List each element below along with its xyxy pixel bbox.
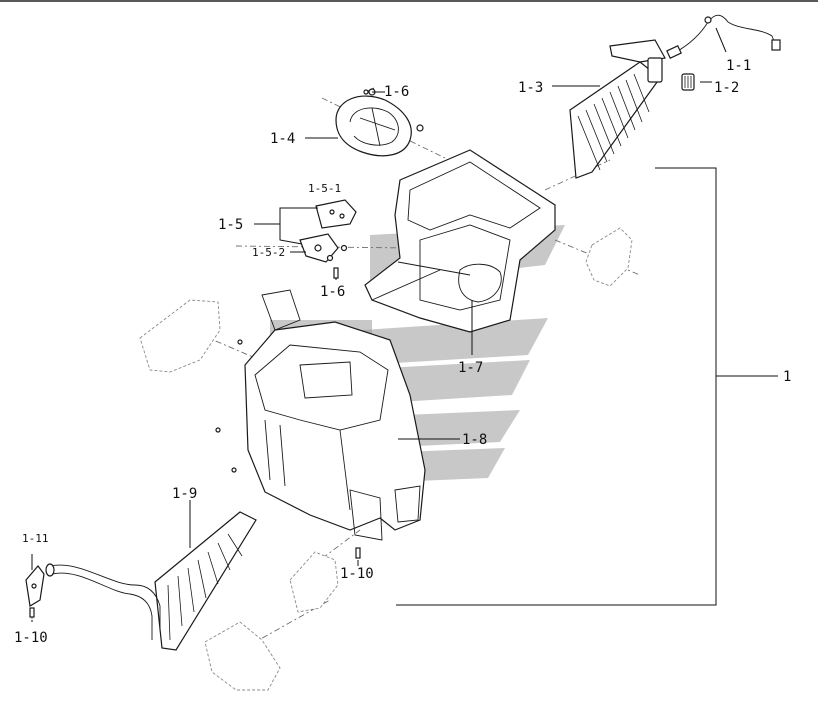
part-bracket-1-5-1 — [315, 199, 357, 229]
label-1-5: 1-5 — [218, 217, 243, 233]
label-1: 1 — [783, 369, 791, 385]
ghost-bracket-lower — [289, 551, 339, 613]
part-evaporator-core — [569, 39, 666, 179]
part-screw-left — [29, 607, 35, 618]
label-1-10-left: 1-10 — [14, 630, 48, 646]
part-screw-lower — [333, 267, 339, 279]
label-1-3: 1-3 — [518, 80, 543, 96]
part-bracket-1-5-2 — [299, 233, 348, 263]
part-heater-core — [45, 511, 257, 651]
leader-lines — [31, 27, 727, 622]
part-upper-housing — [364, 149, 556, 333]
label-1-5-2: 1-5-2 — [252, 246, 285, 259]
ghost-bracket-right — [585, 227, 633, 287]
label-1-9: 1-9 — [172, 486, 197, 502]
part-sensor-wire — [666, 14, 781, 59]
label-1-4: 1-4 — [270, 131, 295, 147]
ghost-bracket-left — [139, 299, 221, 373]
part-labels: 1 1-1 1-2 1-3 1-4 1-5 1-5-1 1-5-2 1-6 1-… — [14, 58, 791, 646]
part-lower-housing — [215, 289, 426, 541]
label-1-11: 1-11 — [22, 532, 49, 545]
label-1-5-1: 1-5-1 — [308, 182, 341, 195]
label-1-10-center: 1-10 — [340, 566, 374, 582]
part-pipe-clamp — [25, 565, 45, 607]
assembly-bracket-1 — [396, 167, 717, 606]
part-screw-top — [363, 87, 375, 95]
label-1-1: 1-1 — [726, 58, 751, 74]
label-1-7: 1-7 — [458, 360, 483, 376]
label-1-2: 1-2 — [714, 80, 739, 96]
part-small-clip — [681, 73, 695, 91]
part-screw-center — [355, 547, 361, 559]
label-1-8: 1-8 — [462, 432, 487, 448]
label-1-6-top: 1-6 — [384, 84, 409, 100]
part-blower-cover — [335, 88, 424, 157]
label-1-6-bottom: 1-6 — [320, 284, 345, 300]
ghost-bracket-bottom — [204, 621, 281, 691]
